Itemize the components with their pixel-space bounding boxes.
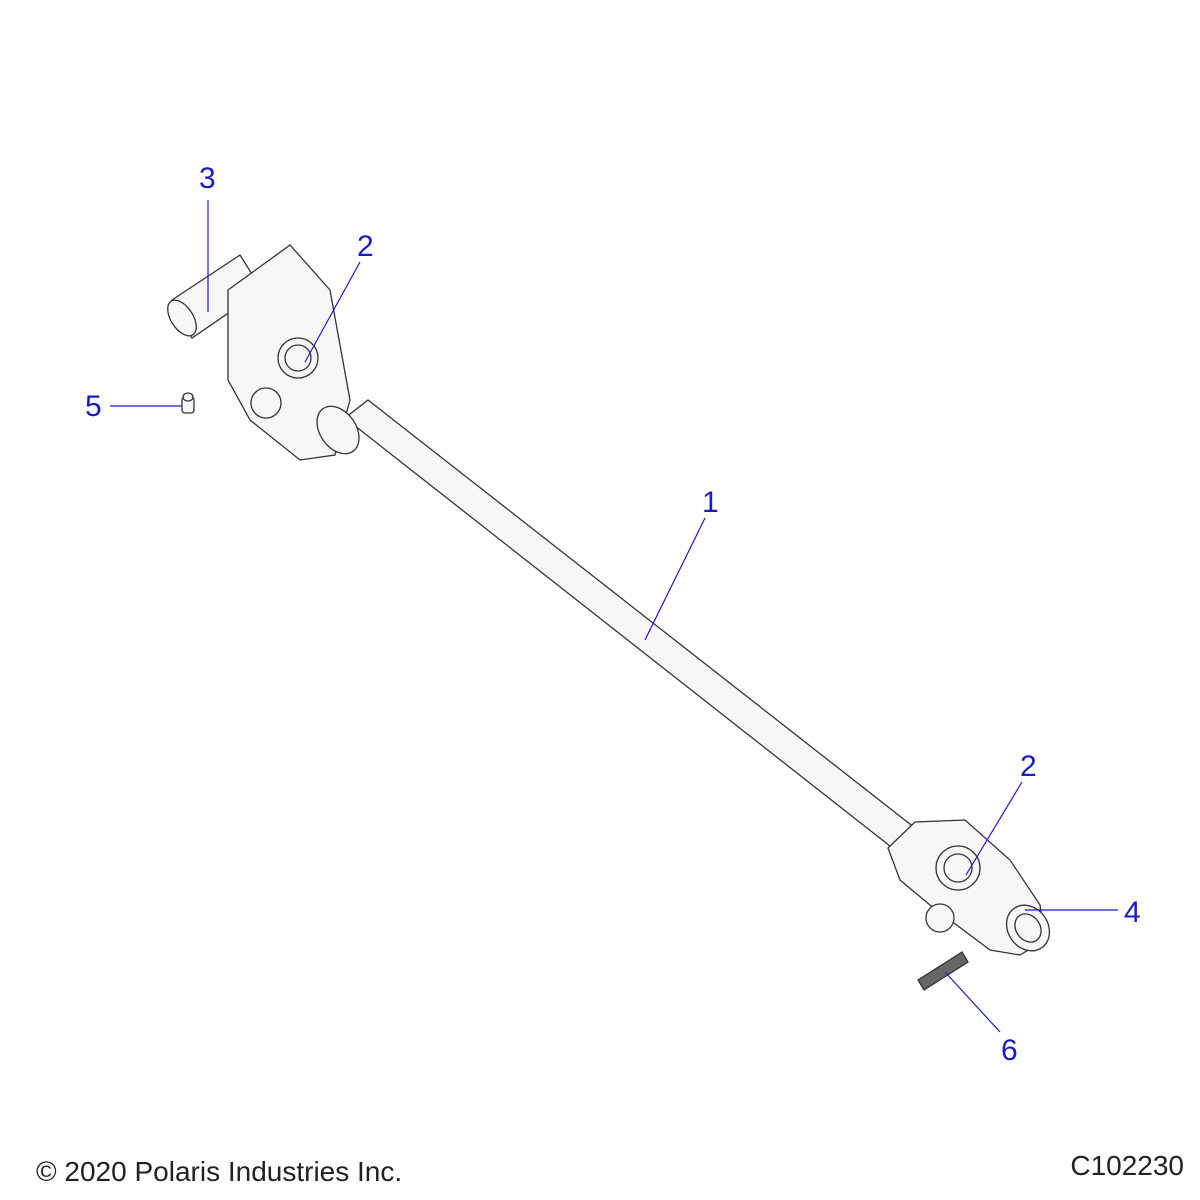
leader-2-lower (965, 781, 1023, 876)
shaft-tube (343, 399, 916, 851)
callout-2-lower: 2 (1020, 750, 1037, 783)
leader-2-upper (304, 261, 361, 363)
diagram-code: C102230 (1070, 1150, 1184, 1181)
callout-4: 4 (1124, 896, 1141, 929)
leader-6 (944, 971, 1001, 1033)
roll-pin (917, 951, 969, 991)
copyright-text: © 2020 Polaris Industries Inc. (36, 1156, 403, 1187)
callout-3: 3 (199, 162, 216, 195)
grease-fitting (181, 392, 195, 414)
callout-5: 5 (85, 390, 102, 423)
callout-2-upper: 2 (357, 230, 374, 263)
leader-1 (644, 517, 706, 641)
callout-1: 1 (702, 486, 719, 519)
callout-6: 6 (1001, 1034, 1018, 1067)
